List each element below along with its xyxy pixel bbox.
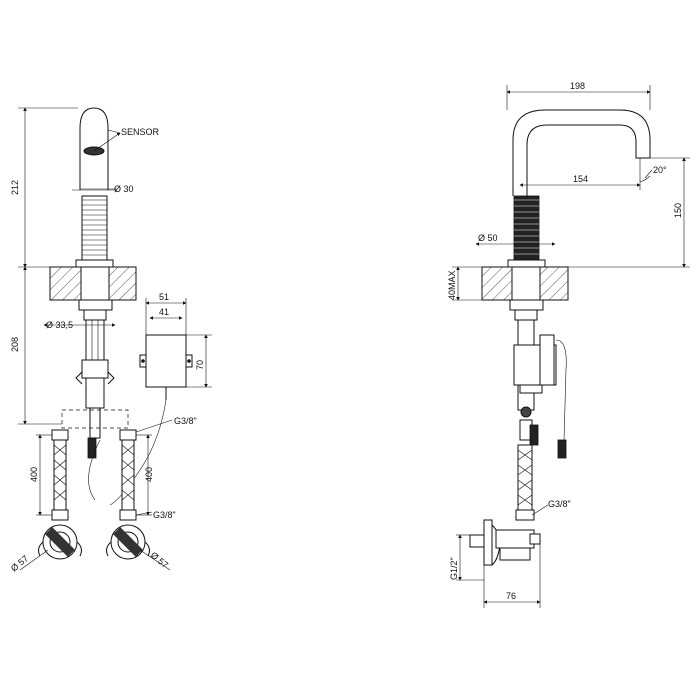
label-70: 70: [195, 360, 205, 370]
side-valve: [469, 519, 541, 566]
label-d57-left: Ø 57: [9, 553, 30, 573]
right-valve: [106, 524, 150, 560]
side-flexible-hose: [515, 444, 535, 521]
right-flexible-hose: [119, 429, 137, 521]
side-spout-body: [512, 109, 651, 196]
side-view: 198 154 20° 150 Ø 50 40MAX G3/8" G1/2" 7…: [447, 81, 690, 608]
label-51: 51: [159, 292, 169, 302]
label-d50: Ø 50: [478, 233, 498, 243]
side-dimensions: [452, 85, 690, 608]
label-400-left: 400: [29, 467, 39, 482]
side-ribbing: [514, 199, 539, 255]
front-view: SENSOR Ø 30 212 208 Ø 33,5 51 41 70 G3/8…: [9, 107, 212, 574]
label-40max: 40MAX: [447, 270, 457, 300]
label-g38-b: G3/8": [153, 510, 176, 520]
label-150: 150: [673, 203, 683, 218]
label-sensor: SENSOR: [121, 127, 160, 137]
front-spout-body: [79, 107, 109, 190]
front-ribbing: [82, 199, 107, 256]
label-198: 198: [570, 81, 585, 91]
label-20deg: 20°: [653, 165, 667, 175]
front-dimensions: [18, 107, 212, 571]
label-d57-right: Ø 57: [149, 550, 170, 570]
label-g38-c: G3/8": [548, 499, 571, 509]
label-g38-a: G3/8": [174, 416, 197, 426]
label-212: 212: [10, 180, 20, 195]
label-400-right: 400: [144, 467, 154, 482]
left-flexible-hose: [51, 429, 69, 521]
label-d33-5: Ø 33,5: [46, 320, 73, 330]
control-box: [145, 334, 187, 388]
left-valve: [38, 524, 82, 560]
label-208: 208: [10, 337, 20, 352]
label-g12: G1/2": [449, 557, 459, 580]
label-d30: Ø 30: [114, 184, 134, 194]
label-154: 154: [573, 174, 588, 184]
label-76: 76: [506, 591, 516, 601]
label-41: 41: [159, 307, 169, 317]
